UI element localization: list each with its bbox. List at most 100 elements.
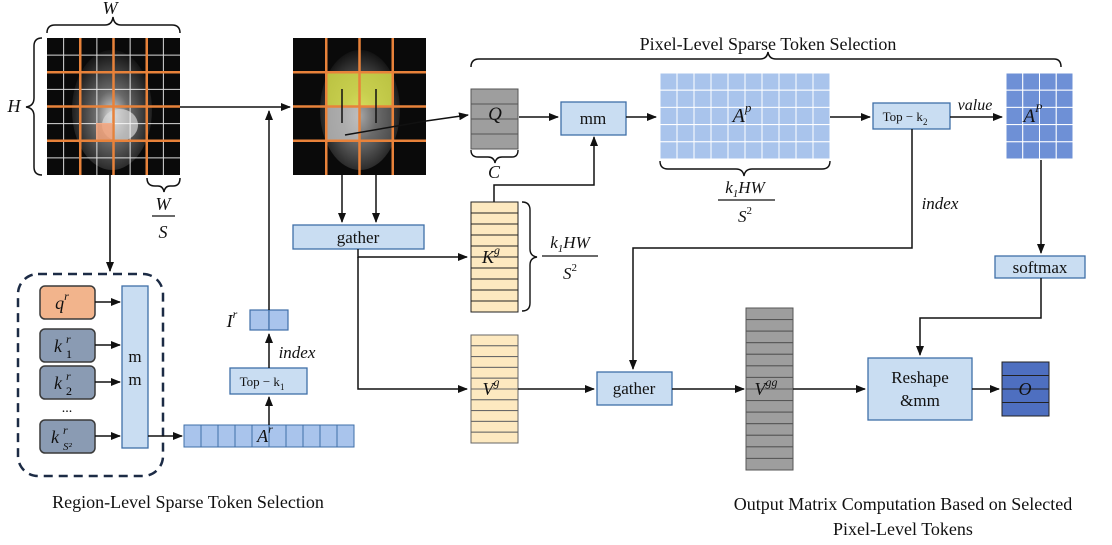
k1r-label: k — [54, 336, 63, 356]
AP-cell — [1055, 72, 1074, 91]
AP-cell — [1039, 72, 1057, 91]
frac-kg-num-sub: 1 — [558, 243, 564, 255]
AP-cell — [1039, 141, 1057, 160]
AP-cell — [1005, 89, 1024, 108]
output-caption-2: Pixel-Level Tokens — [833, 519, 973, 539]
k1r-sub: 1 — [66, 347, 72, 361]
Ap-cell — [778, 106, 797, 126]
value-label: value — [958, 97, 993, 114]
H-label: H — [7, 96, 22, 116]
gather-mid-box — [596, 371, 673, 406]
Ar-label: A — [256, 426, 269, 446]
Ar-cell — [200, 424, 219, 448]
Q-cell — [470, 88, 519, 105]
Vgg-label: V — [755, 379, 768, 399]
Ap-cell — [761, 141, 780, 160]
ellipsis: ... — [62, 401, 73, 416]
Ap-cell — [659, 89, 678, 108]
Ap-cell — [761, 89, 780, 108]
svg-text:Ar: Ar — [256, 422, 273, 446]
svg-text:Kg: Kg — [481, 243, 500, 267]
Ap-cell — [795, 89, 814, 108]
gather-top-label: gather — [337, 228, 380, 247]
Ap-cell — [676, 89, 695, 108]
kSr-sup: r — [63, 423, 68, 437]
Ap-cell — [795, 72, 814, 91]
C-label: C — [488, 162, 501, 182]
softmax-box — [994, 255, 1086, 279]
Ap-cell — [795, 141, 814, 160]
mm-vertical-2: m — [128, 370, 141, 389]
Kg-cell — [470, 212, 519, 225]
Kg-brace — [521, 201, 538, 312]
Ap-cell — [744, 72, 763, 91]
reshape-label-1: Reshape — [891, 368, 949, 387]
Vgg-sup: gg — [766, 375, 778, 389]
frac-ap-den-sup: 2 — [747, 205, 753, 217]
Ar-cell — [217, 424, 236, 448]
softmax-label: softmax — [1013, 258, 1068, 277]
Ap-cell — [744, 124, 763, 143]
Ir-sup: r — [233, 307, 238, 321]
Ir-label: I — [226, 311, 234, 331]
Ar-cell — [183, 424, 202, 448]
frac-ap-den: S — [738, 207, 747, 226]
Ap-cell — [710, 124, 729, 143]
frac-ap-num-sub: 1 — [733, 188, 739, 200]
Ap-matrix — [659, 72, 831, 160]
mm-box — [560, 101, 627, 136]
Vgg-cell — [745, 388, 794, 402]
top-k1-sub: 1 — [280, 382, 285, 392]
Vgg-cell — [745, 434, 794, 448]
svg-text:Ap: Ap — [731, 100, 752, 127]
pixel-level-caption: Pixel-Level Sparse Token Selection — [640, 34, 897, 54]
svg-text:Vg: Vg — [483, 375, 500, 399]
gather-mid-label: gather — [613, 379, 656, 398]
Vg-cell — [470, 431, 519, 444]
svg-text:k: k — [54, 373, 63, 393]
k2r-label: k — [54, 373, 63, 393]
Q-cell — [470, 133, 519, 150]
frac-kg-num: k — [550, 233, 558, 252]
AP-cell — [1055, 106, 1074, 126]
Ap-cell — [659, 124, 678, 143]
Vg-matrix — [470, 334, 519, 444]
Ap-cell — [812, 106, 831, 126]
region-level-caption: Region-Level Sparse Token Selection — [52, 492, 324, 512]
C-brace — [470, 149, 519, 164]
Vgg-cell — [745, 307, 794, 321]
svg-text:Ir: Ir — [226, 307, 238, 331]
Vg-cell — [470, 334, 519, 347]
reshape-box — [867, 357, 973, 421]
Kg-cell — [470, 289, 519, 302]
svg-text:Top − k2: Top − k2 — [883, 109, 928, 127]
index-left-label: index — [279, 343, 316, 362]
Vg-label: V — [483, 379, 496, 399]
Kg-cell — [470, 267, 519, 280]
Ap-cell — [676, 72, 695, 91]
selected-region-image — [293, 38, 427, 175]
Kg-cell — [470, 278, 519, 291]
Ar-cell — [234, 424, 253, 448]
Kg-label: K — [481, 247, 495, 267]
Q-matrix — [470, 88, 519, 150]
AP-right-label: A — [1022, 106, 1036, 127]
Vg-cell — [470, 410, 519, 422]
frac-ap-num: k — [725, 178, 733, 197]
svg-text:Top − k1: Top − k1 — [240, 374, 285, 392]
Ap-cell — [778, 141, 797, 160]
Ap-cell — [727, 124, 746, 143]
Vgg-cell — [745, 319, 794, 332]
Ap-cell — [693, 124, 712, 143]
Ap-cell — [761, 72, 780, 91]
svg-text:Vgg: Vgg — [755, 375, 778, 399]
svg-text:k: k — [54, 336, 63, 356]
Kg-cell — [470, 300, 519, 313]
Ap-cell — [693, 141, 712, 160]
Ap-cell — [778, 124, 797, 143]
AP-right-matrix — [1005, 72, 1074, 160]
Ap-cell — [727, 72, 746, 91]
Ap-cell — [710, 72, 729, 91]
Ap-cell — [812, 72, 831, 91]
